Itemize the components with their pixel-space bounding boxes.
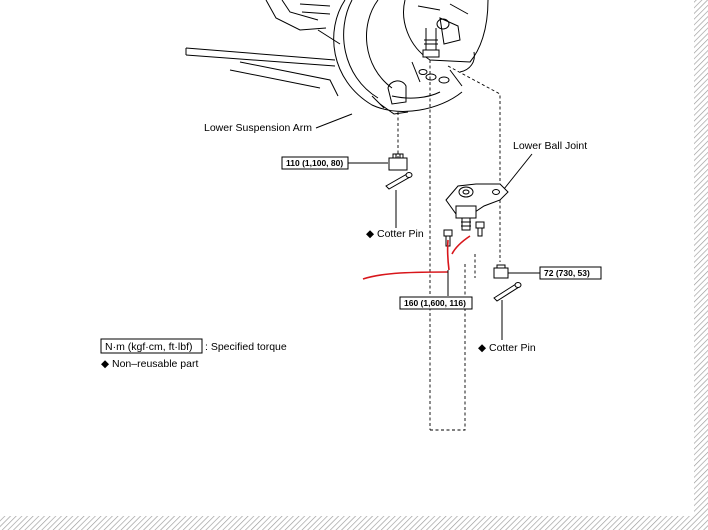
torque-box-nut-right: 72 (730, 53) xyxy=(539,266,602,280)
annotation-red-horizontal xyxy=(362,271,449,280)
legend: N·m (kgf·cm, ft·lbf) : Specified torque … xyxy=(100,338,287,370)
label-cotter-pin-left: Cotter Pin xyxy=(377,228,424,240)
diamond-cotter-pin-left: ◆ xyxy=(366,228,375,240)
torque-box-bolts: 160 (1,600, 116) xyxy=(399,296,473,310)
lower-ball-joint-part xyxy=(445,183,509,231)
leader-lower-suspension-arm xyxy=(315,113,353,129)
legend-non-reusable: Non–reusable part xyxy=(112,358,198,370)
alignment-lines xyxy=(397,60,501,431)
annotation-red-vertical xyxy=(446,239,450,271)
bolt-right xyxy=(475,221,485,237)
legend-torque-desc: : Specified torque xyxy=(205,341,287,353)
legend-diamond: ◆ xyxy=(101,358,110,370)
annotation-red-hook xyxy=(451,235,471,255)
legend-torque-box xyxy=(100,338,203,354)
torque-nut-right: 72 (730, 53) xyxy=(544,268,590,278)
castle-nut-upper xyxy=(388,153,408,171)
label-cotter-pin-right: Cotter Pin xyxy=(489,342,536,354)
steering-knuckle-assembly xyxy=(185,0,489,115)
cotter-pin-left xyxy=(385,172,413,228)
label-lower-suspension-arm: Lower Suspension Arm xyxy=(204,122,312,134)
cotter-pin-right xyxy=(493,282,522,340)
label-lower-ball-joint: Lower Ball Joint xyxy=(513,140,587,152)
legend-torque-units: N·m (kgf·cm, ft·lbf) xyxy=(105,341,193,353)
leader-lower-ball-joint xyxy=(499,153,533,195)
page-border-right xyxy=(694,0,708,530)
diamond-cotter-pin-right: ◆ xyxy=(478,342,487,354)
torque-nut-upper: 110 (1,100, 80) xyxy=(286,158,343,168)
torque-bolts: 160 (1,600, 116) xyxy=(404,298,466,308)
torque-box-nut-upper: 110 (1,100, 80) xyxy=(281,156,349,170)
page-border-bottom xyxy=(0,516,708,530)
castle-nut-right xyxy=(493,264,509,279)
